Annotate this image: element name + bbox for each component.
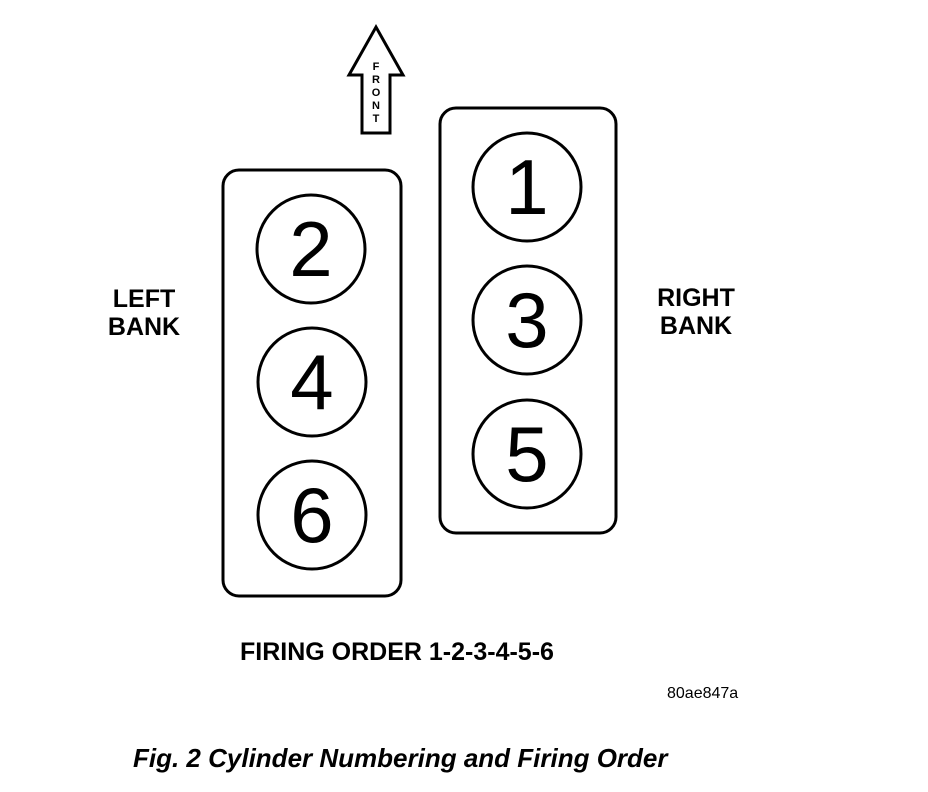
firing-order-label: FIRING ORDER 1-2-3-4-5-6 xyxy=(240,638,554,666)
cylinder-number: 2 xyxy=(289,205,332,293)
left-bank-outline xyxy=(221,168,403,598)
front-letter: N xyxy=(372,100,380,112)
cylinder-1: 1 xyxy=(471,131,583,243)
right-bank-outline xyxy=(438,106,618,535)
left-bank-label-line1: LEFT xyxy=(112,285,176,313)
right-bank-label: RIGHT BANK xyxy=(646,284,746,340)
right-bank: 1 3 5 xyxy=(438,106,618,535)
cylinder-5: 5 xyxy=(471,398,583,510)
front-letter: T xyxy=(373,113,380,125)
right-bank-label-line2: BANK xyxy=(659,312,733,340)
cylinder-number: 5 xyxy=(505,410,548,498)
cylinder-number: 4 xyxy=(290,338,333,426)
cylinder-number: 6 xyxy=(290,471,333,559)
front-arrow-icon: F R O N T xyxy=(346,23,406,135)
figure-caption: Fig. 2 Cylinder Numbering and Firing Ord… xyxy=(133,743,668,773)
left-bank: 2 4 6 xyxy=(221,168,403,598)
cylinder-number: 3 xyxy=(505,276,548,364)
left-bank-label-line2: BANK xyxy=(107,313,181,341)
cylinder-6: 6 xyxy=(256,459,368,571)
cylinder-3: 3 xyxy=(471,264,583,376)
left-bank-label: LEFT BANK xyxy=(96,285,192,341)
cylinder-4: 4 xyxy=(256,326,368,438)
cylinder-number: 1 xyxy=(505,143,548,231)
right-bank-label-line1: RIGHT xyxy=(657,284,735,312)
front-letter: R xyxy=(372,74,380,86)
front-letter: F xyxy=(373,61,380,73)
cylinder-2: 2 xyxy=(255,193,367,305)
front-letter: O xyxy=(372,87,381,99)
figure-code: 80ae847a xyxy=(667,685,739,702)
